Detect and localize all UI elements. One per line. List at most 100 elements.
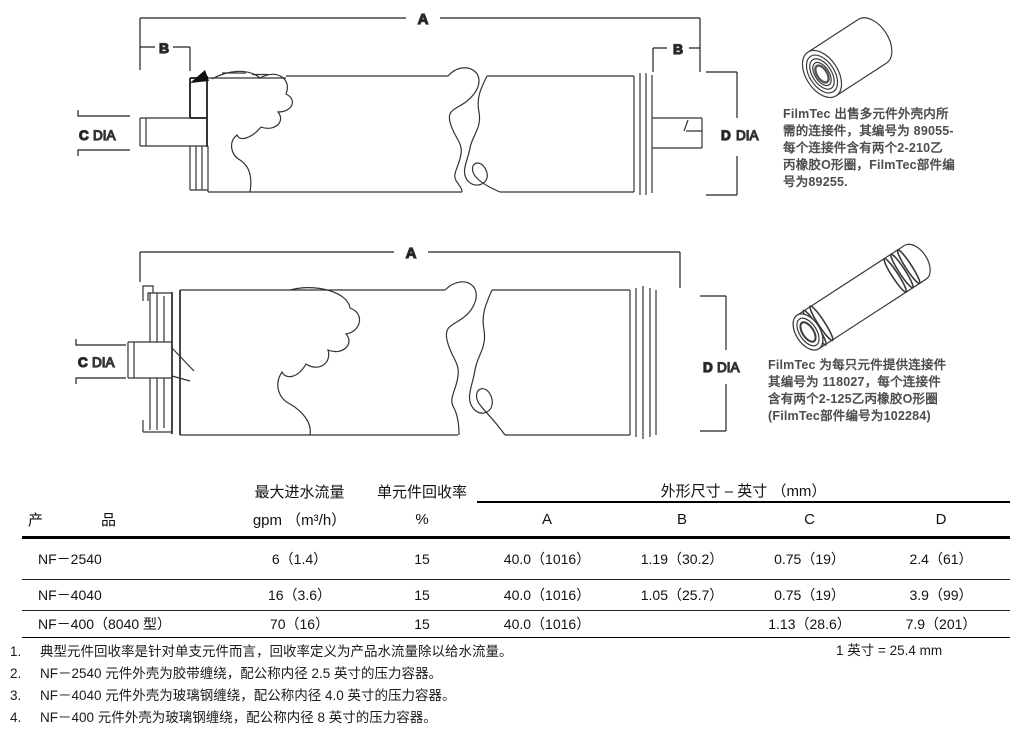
footnote-number: 1. (10, 644, 22, 659)
cell-dim-b: 1.19（30.2） (617, 537, 747, 580)
header-spacer (22, 470, 232, 502)
cell-dim-c: 0.75（19） (747, 537, 872, 580)
footnote-number: 4. (10, 710, 22, 725)
top-dim-d-letter: D (721, 128, 731, 143)
cell-dim-d: 7.9（201） (872, 610, 1011, 638)
coupler-note-line: 号为89255. (783, 175, 848, 189)
header-col-b: B (617, 502, 747, 539)
footnotes: 1. 典型元件回收率是针对单支元件而言，回收率定义为产品水流量除以给水流量。 2… (10, 641, 513, 729)
bottom-dim-c-line (75, 339, 126, 384)
bottom-dim-d-letter: D (703, 360, 713, 375)
header-dims-group: 外形尺寸 – 英寸 （mm） (477, 470, 1011, 503)
footnote: 4. NF－400 元件外壳为玻璃钢缠绕，配公称内径 8 英寸的压力容器。 (10, 707, 513, 729)
top-dim-a-label: A (418, 11, 429, 28)
cell-recovery: 15 (367, 537, 477, 580)
bottom-break-right (468, 289, 506, 436)
bottom-right-rings (629, 286, 657, 439)
bottom-atd-wedge (171, 347, 195, 382)
top-brine-seal-arrow (190, 70, 209, 83)
bottom-dim-a-line (139, 251, 681, 288)
top-element-drawing: A B B C DIA (77, 10, 759, 196)
cell-dim-c: 1.13（28.6） (747, 610, 872, 638)
bottom-atd-lower (142, 378, 172, 433)
header-product-right: 品 (101, 511, 117, 529)
footnote-text: NF－400 元件外壳为玻璃钢缠绕，配公称内径 8 英寸的压力容器。 (40, 710, 437, 725)
top-dim-c-line (77, 110, 130, 156)
coupler-note-line: 每个连接件含有两个2-210乙 (783, 141, 943, 155)
table-row: NF－2540 6（1.4） 15 40.0（1016） 1.19（30.2） … (22, 537, 1011, 580)
cell-dim-a: 40.0（1016） (477, 537, 617, 580)
bottom-atd-notch (142, 285, 154, 301)
bottom-break-left (444, 281, 477, 436)
header-product-left: 产 (28, 511, 44, 529)
coupler-note-line: 丙橡胶O形圈，FilmTec部件编 (783, 158, 955, 172)
top-dim-b-left-line (140, 46, 191, 71)
header-product: 产 品 (22, 502, 232, 539)
bottom-dim-d-line (700, 295, 727, 432)
cell-dim-d: 2.4（61） (872, 537, 1011, 580)
bottom-atd-face (171, 290, 181, 435)
cell-flow: 16（3.6） (232, 579, 367, 611)
bottom-dim-d-word: DIA (717, 360, 740, 375)
interconnector-note-line: FilmTec 为每只元件提供连接件 (768, 358, 947, 372)
table-row: NF－400（8040 型） 70（16） 15 40.0（1016） 1.13… (22, 610, 1011, 638)
top-right-stub (652, 117, 703, 149)
header-col-a: A (477, 502, 617, 539)
membrane-element-drawings: A B B C DIA (75, 10, 931, 439)
header-col-d: D (872, 502, 1011, 539)
coupler-note: FilmTec 出售多元件外壳内所 需的连接件，其编号为 89055- 每个连接… (783, 106, 955, 191)
top-dim-c-letter: C (79, 128, 89, 143)
coupler-note-line: 需的连接件，其编号为 89055- (783, 124, 954, 138)
top-dim-d-line (706, 71, 738, 196)
top-dim-b-right-line (652, 47, 700, 72)
interconnector-note: FilmTec 为每只元件提供连接件 其编号为 118027，每个连接件 含有两… (768, 357, 946, 425)
top-dim-b-left-label: B (159, 40, 169, 56)
coupler-note-line: FilmTec 出售多元件外壳内所 (783, 107, 949, 121)
cell-dim-b (617, 610, 747, 638)
cell-product: NF－4040 (22, 579, 232, 611)
top-dim-d-word: DIA (736, 128, 759, 143)
footnote: 2. NF－2540 元件外壳为胶带缠绕，配公称内径 2.5 英寸的压力容器。 (10, 663, 513, 685)
footnote-text: NF－4040 元件外壳为玻璃钢缠绕，配公称内径 4.0 英寸的压力容器。 (40, 688, 456, 703)
bottom-atd-upper (149, 292, 172, 342)
footnote: 3. NF－4040 元件外壳为玻璃钢缠绕，配公称内径 4.0 英寸的压力容器。 (10, 685, 513, 707)
bottom-dim-a-label: A (406, 245, 417, 262)
top-left-rings (189, 146, 209, 192)
interconnector-drawing (792, 243, 931, 351)
unit-conversion-note: 1 英寸 = 25.4 mm (836, 643, 943, 658)
footnote-text: 典型元件回收率是针对单支元件而言，回收率定义为产品水流量除以给水流量。 (40, 644, 513, 659)
cell-dim-a: 40.0（1016） (477, 610, 617, 638)
top-body-outline (207, 75, 634, 193)
top-break-right (463, 75, 501, 193)
footnote-text: NF－2540 元件外壳为胶带缠绕，配公称内径 2.5 英寸的压力容器。 (40, 666, 443, 681)
top-dim-c-word: DIA (93, 128, 116, 143)
interconnector-note-line: 其编号为 118027，每个连接件 (768, 375, 941, 389)
cell-dim-c: 0.75（19） (747, 579, 872, 611)
cell-recovery: 15 (367, 579, 477, 611)
header-flow-unit: gpm （m³/h） (232, 502, 367, 539)
footnote: 1. 典型元件回收率是针对单支元件而言，回收率定义为产品水流量除以给水流量。 (10, 641, 513, 663)
top-dim-a-line (139, 17, 701, 72)
top-torn-edge (211, 70, 294, 193)
table-row: NF－4040 16（3.6） 15 40.0（1016） 1.05（25.7）… (22, 579, 1011, 611)
bottom-left-stub (127, 341, 172, 379)
bottom-dim-c-letter: C (78, 355, 88, 370)
top-left-cap (189, 76, 208, 147)
header-flow-group: 最大进水流量 (254, 484, 345, 501)
cell-product: NF－2540 (22, 537, 232, 580)
header-recovery-unit: % (367, 502, 477, 539)
cell-dim-b: 1.05（25.7） (617, 579, 747, 611)
interconnector-note-line: 含有两个2-125乙丙橡胶O形圈 (768, 392, 938, 406)
header-col-c: C (747, 502, 872, 539)
cell-flow: 6（1.4） (232, 537, 367, 580)
top-tape-lines (222, 72, 268, 76)
cell-dim-a: 40.0（1016） (477, 579, 617, 611)
top-right-rings (633, 73, 653, 195)
top-dim-b-right-label: B (673, 41, 683, 57)
cell-product: NF－400（8040 型） (22, 610, 232, 638)
cell-recovery: 15 (367, 610, 477, 638)
top-left-stub (139, 117, 207, 147)
cell-flow: 70（16） (232, 610, 367, 638)
footnote-number: 2. (10, 666, 22, 681)
